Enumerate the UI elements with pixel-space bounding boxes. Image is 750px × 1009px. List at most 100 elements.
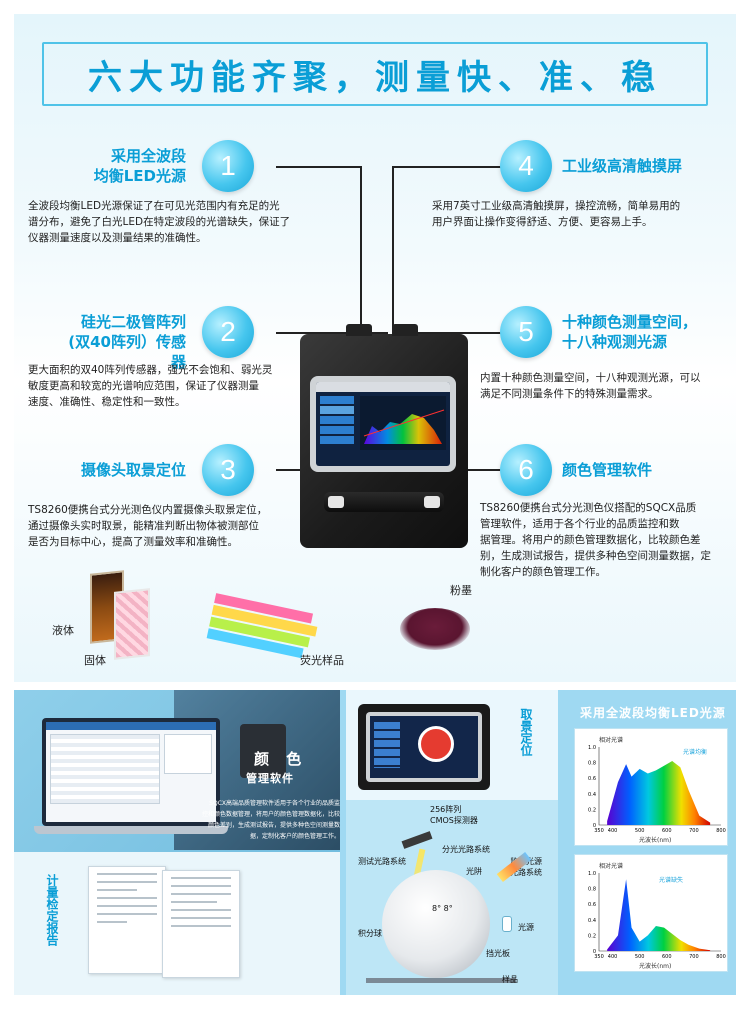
sphere-label: 积分球 bbox=[358, 929, 382, 938]
feature-2-desc-line: 敏度更高和较宽的光谱响应范围，保证了仪器测量 bbox=[28, 380, 259, 392]
connector-5 bbox=[418, 332, 502, 334]
connector-6 bbox=[468, 469, 502, 471]
y-tick-label: 0.8 bbox=[588, 761, 596, 767]
split-path-label: 分光光路系统 bbox=[442, 845, 490, 854]
connector-4v bbox=[392, 166, 394, 342]
feature-6-desc-line: 管理软件，适用于各个行业的品质监控和数 bbox=[480, 518, 680, 530]
connector-4 bbox=[392, 166, 502, 168]
feature-1-desc-line: 谱分布，避免了白光LED在特定波段的光谱缺失，保证了 bbox=[28, 216, 291, 228]
laptop-table bbox=[50, 734, 160, 804]
chart-a-note: 光谱均衡 bbox=[683, 749, 708, 756]
y-tick-label: 0.4 bbox=[588, 792, 596, 798]
device-menu-item bbox=[320, 436, 354, 444]
feature-2-title: 硅光二极管阵列 (双40阵列）传感器 bbox=[54, 312, 186, 372]
feature-4-desc-line: 用户界面让操作变得舒适、方便、更容易上手。 bbox=[432, 216, 653, 228]
x-tick-label: 800 bbox=[716, 954, 726, 960]
headline-title: 六大功能齐聚，测量快、准、稳 bbox=[88, 57, 662, 98]
laptop-screen bbox=[46, 722, 216, 822]
feature-1-number: 1 bbox=[202, 140, 254, 192]
integrating-sphere bbox=[382, 870, 490, 978]
angle-left: 8° bbox=[432, 904, 442, 913]
device-menu bbox=[320, 396, 354, 450]
y-tick-label: 1.0 bbox=[588, 871, 596, 877]
chart-b-note: 光谱缺失 bbox=[659, 877, 684, 884]
powder-label: 粉墨 bbox=[450, 584, 472, 597]
software-desc: SQCX高端品质管理软件适用于各个行业的品质监 控和颜色数据管理，将用户的颜色管… bbox=[190, 798, 340, 842]
feature-6-desc-line: TS8260便携台式分光测色仪搭配的SQCX品质 bbox=[480, 502, 697, 514]
feature-6-number: 6 bbox=[500, 444, 552, 496]
feature-5-number: 5 bbox=[500, 306, 552, 358]
feature-2-number: 2 bbox=[202, 306, 254, 358]
feature-1-title-line1: 采用全波段 bbox=[110, 147, 186, 165]
laptop-base bbox=[34, 826, 228, 834]
feature-2-title-line1: 硅光二极管阵列 bbox=[80, 313, 186, 331]
laptop-app-header bbox=[46, 722, 216, 730]
calibration-label: 计量检定报告 bbox=[45, 874, 59, 946]
feature-5-desc: 内置十种颜色测量空间，十八种观测光源，可以 满足不同测量条件下的特殊测量需求。 bbox=[480, 370, 701, 402]
angle-right: 8° bbox=[443, 904, 453, 913]
sample-plate bbox=[366, 978, 516, 983]
y-tick-label: 0.4 bbox=[588, 918, 596, 924]
chart-a-ylabel: 相对光谱 bbox=[599, 737, 624, 744]
feature-1-title-line2: 均衡LED光源 bbox=[93, 167, 186, 185]
y-tick-label: 0.2 bbox=[588, 933, 596, 939]
fluorescent-label: 荧光样品 bbox=[300, 654, 344, 667]
feature-panel: 六大功能齐聚，测量快、准、稳 采用全波段 均衡LED光源 1 全波段均衡LED光… bbox=[14, 14, 736, 682]
device-handle bbox=[324, 492, 444, 512]
x-tick-label: 500 bbox=[635, 954, 645, 960]
optics-section: 取景定位 256阵列 CMOS探测器 测试光路系统 分光光路系统 监控光源 光路… bbox=[346, 690, 558, 995]
camera-menu bbox=[374, 722, 400, 768]
spectrum-title: 采用全波段均衡LED光源 bbox=[580, 706, 726, 720]
x-tick-label: 600 bbox=[662, 828, 672, 834]
x-tick-label: 400 bbox=[608, 954, 618, 960]
certificate-page bbox=[88, 866, 166, 974]
baffle-label: 挡光板 bbox=[486, 949, 510, 958]
x-tick-label: 700 bbox=[689, 828, 699, 834]
certificate-page bbox=[162, 870, 240, 978]
software-section: 颜 色 管理软件 SQCX高端品质管理软件适用于各个行业的品质监 控和颜色数据管… bbox=[14, 690, 340, 995]
device-back-image bbox=[240, 724, 286, 778]
feature-3-desc-line: 通过摄像头实时取景，能精准判断出物体被测部位 bbox=[28, 520, 259, 532]
feature-6-title-line1: 颜色管理软件 bbox=[562, 461, 653, 479]
y-tick-label: 0.2 bbox=[588, 807, 596, 813]
software-desc-line: 控和颜色数据管理，将用户的颜色管理数据化，比较 bbox=[201, 811, 340, 818]
angle-label: 8° 8° bbox=[432, 904, 453, 913]
feature-2-title-line2: (双40阵列）传感器 bbox=[68, 333, 186, 371]
software-desc-line: SQCX高端品质管理软件适用于各个行业的品质监 bbox=[209, 800, 340, 807]
device-status-bar bbox=[316, 382, 450, 392]
feature-3-desc: TS8260便携台式分光测色仪内置摄像头取景定位， 通过摄像头实时取景，能精准判… bbox=[28, 502, 267, 550]
connector-1v bbox=[360, 166, 362, 342]
laptop-chart bbox=[164, 734, 212, 774]
chart-a-xlabel: 光波长(nm) bbox=[639, 837, 672, 844]
software-desc-line: 据，定制化客户的颜色管理工作。 bbox=[249, 833, 340, 840]
feature-2-desc: 更大面积的双40阵列传感器，强光不会饱和、弱光灵 敏度更高和较宽的光谱响应范围，… bbox=[28, 362, 272, 410]
feature-1-desc-line: 仪器测量速度以及测量结果的准确性。 bbox=[28, 232, 207, 244]
device-menu-item bbox=[320, 396, 354, 404]
y-tick-label: 1.0 bbox=[588, 745, 596, 751]
device-menu-item bbox=[320, 406, 354, 414]
feature-1-desc-line: 全波段均衡LED光源保证了在可见光范围内有充足的光 bbox=[28, 200, 280, 212]
software-subtitle: 管理软件 bbox=[246, 772, 294, 785]
trap-label: 光阱 bbox=[466, 867, 482, 876]
feature-2-desc-line: 速度、准确性、稳定性和一致性。 bbox=[28, 396, 186, 408]
x-tick-label: 400 bbox=[608, 828, 618, 834]
feature-5-desc-line: 满足不同测量条件下的特殊测量需求。 bbox=[480, 388, 659, 400]
feature-4-desc-line: 采用7英寸工业级高清触摸屏，操控流畅，简单易用的 bbox=[432, 200, 681, 212]
x-tick-label: 350 bbox=[594, 828, 604, 834]
solid-label: 固体 bbox=[84, 654, 106, 667]
feature-5-title-line2: 十八种观测光源 bbox=[562, 333, 668, 351]
y-tick-label: 0 bbox=[593, 949, 596, 955]
feature-2-desc-line: 更大面积的双40阵列传感器，强光不会饱和、弱光灵 bbox=[28, 364, 273, 376]
handle-cap bbox=[424, 496, 440, 508]
laptop-image bbox=[34, 718, 228, 834]
camera-target-icon bbox=[418, 726, 454, 762]
x-tick-label: 800 bbox=[716, 828, 726, 834]
feature-6-desc-line: 别，生成测试报告，提供多种色空间测量数据，定 bbox=[480, 550, 711, 562]
handle-cap bbox=[328, 496, 344, 508]
feature-3-title: 摄像头取景定位 bbox=[54, 460, 186, 480]
x-tick-label: 500 bbox=[635, 828, 645, 834]
software-desc-line: 颜色差别，生成测试报告，提供多种色空间测量数 bbox=[207, 822, 340, 829]
